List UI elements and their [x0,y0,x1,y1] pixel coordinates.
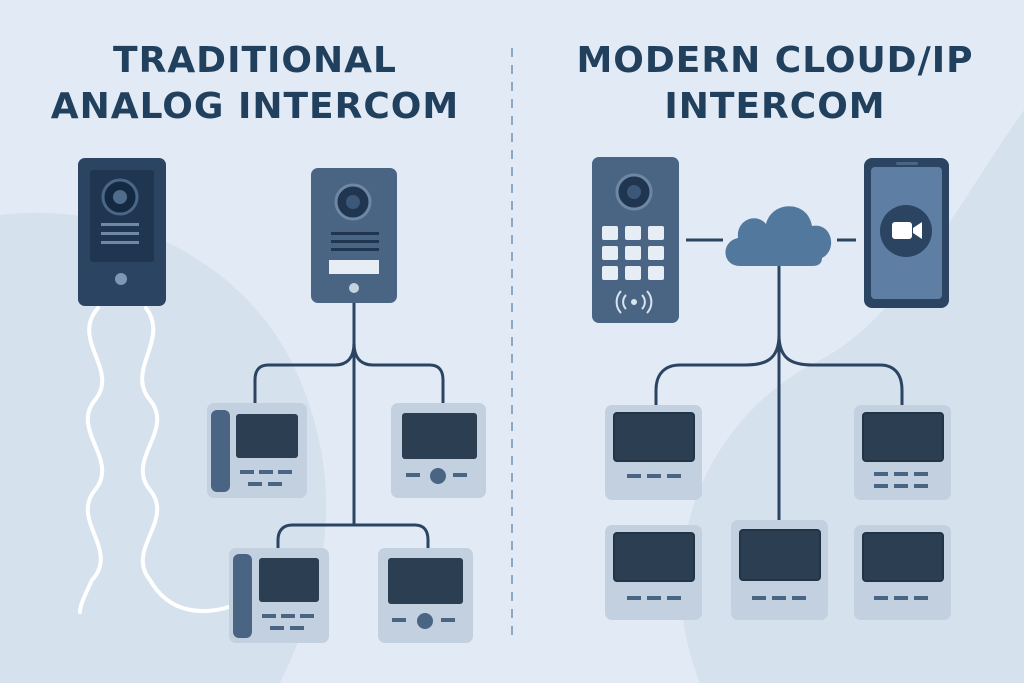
cloud-icon [725,206,832,266]
title-right-line1: MODERN CLOUD/IP [576,40,974,81]
traditional-intercom-title: TRADITIONAL ANALOG INTERCOM [20,38,490,130]
handset-icon [211,410,230,492]
ip-monitor-1 [605,405,702,500]
call-button [115,273,127,285]
analog-handset-monitor-3 [229,548,329,643]
analog-handset-monitor-1 [207,403,307,498]
title-right-line2: INTERCOM [664,86,886,127]
rfid-icon [615,290,653,314]
title-left-line1: TRADITIONAL [113,40,397,81]
door-station-with-nameplate [311,168,397,303]
right-network-lines [654,238,904,520]
analog-monitor-2 [391,403,486,498]
handset-icon [233,554,252,638]
ip-door-station-keypad [592,157,679,323]
analog-wires [78,306,234,614]
smartphone-icon [864,158,949,308]
analog-door-station [78,158,166,306]
ip-monitor-4 [731,520,828,620]
modern-intercom-title: MODERN CLOUD/IP INTERCOM [540,38,1010,130]
keypad-icon [602,226,664,280]
title-left-line2: ANALOG INTERCOM [50,86,460,127]
analog-monitor-4 [378,548,473,643]
left-wiring-tree [253,298,445,548]
ip-monitor-3 [605,525,702,620]
ip-monitor-2 [854,405,951,500]
ip-monitor-5 [854,525,951,620]
nameplate [329,260,379,274]
